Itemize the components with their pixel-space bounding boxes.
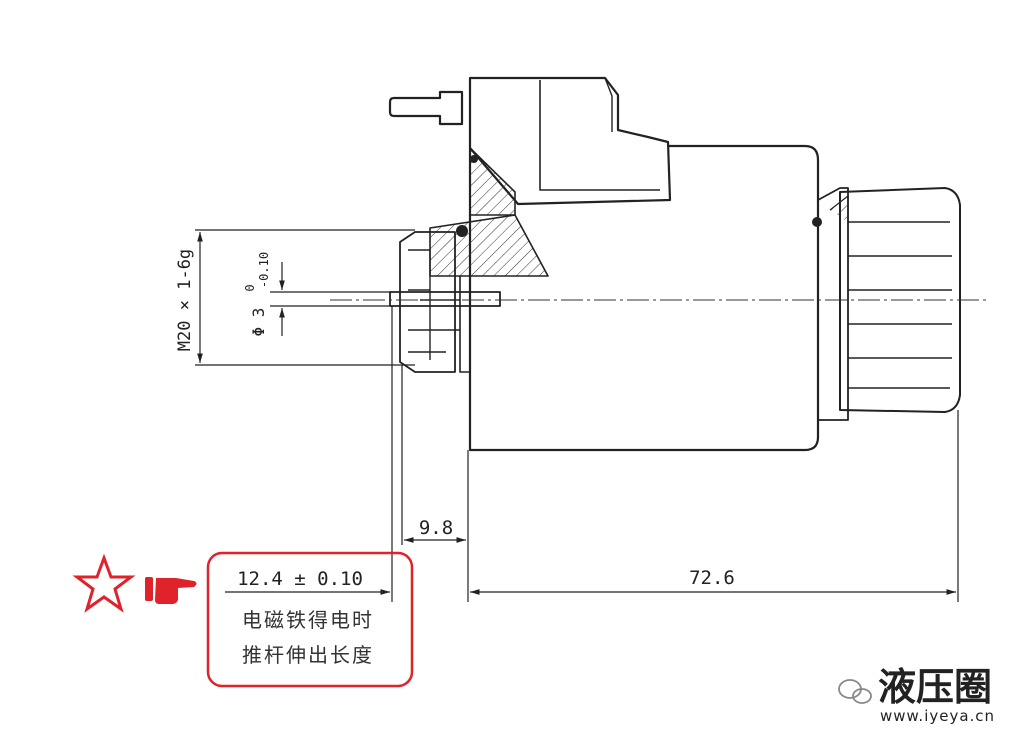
rod-tolerance-upper: 0 xyxy=(243,284,257,291)
wechat-icon xyxy=(838,679,872,704)
push-rod xyxy=(389,291,501,307)
pointing-hand-icon xyxy=(145,577,197,605)
dimension-lines xyxy=(195,229,959,602)
solenoid-body xyxy=(388,76,961,452)
highlight-box xyxy=(206,551,414,688)
hatched-section-core xyxy=(429,214,549,277)
thread-dimension-label: M20 × 1-6g xyxy=(175,249,195,351)
annotation-line-1: 电磁铁得电时 xyxy=(242,608,374,632)
watermark-brand: 液压圈 xyxy=(878,665,992,709)
knurled-cap xyxy=(839,187,961,413)
watermark: 液压圈 www.iyeya.cn xyxy=(838,665,995,725)
coil-body xyxy=(468,144,820,452)
threaded-nose xyxy=(399,231,456,373)
shoulder-dimension-label: 9.8 xyxy=(419,517,453,539)
rod-tolerance-lower: -0.10 xyxy=(257,252,271,288)
rod-diameter-label: Φ 3 xyxy=(249,308,268,337)
watermark-url: www.iyeya.cn xyxy=(880,707,995,725)
terminal-pin xyxy=(388,90,464,126)
stroke-dimension-label: 12.4 ± 0.10 xyxy=(237,568,363,590)
annotation-line-2: 推杆伸出长度 xyxy=(242,643,374,667)
star-outline-icon xyxy=(72,553,136,613)
body-length-label: 72.6 xyxy=(689,567,735,589)
end-nut xyxy=(817,187,849,421)
